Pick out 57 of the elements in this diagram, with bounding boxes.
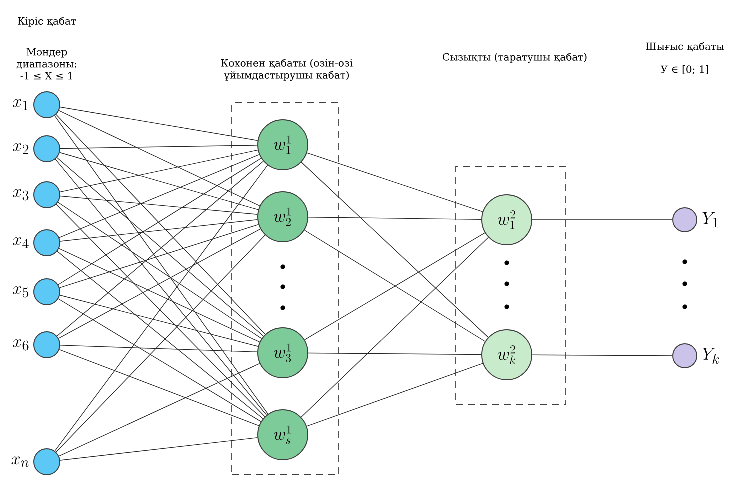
layer-heading: Мәндер диапазоны: -1 ≤ X ≤ 1 bbox=[16, 48, 76, 80]
connection-line bbox=[60, 295, 259, 347]
node-label: $x_{4}$ bbox=[13, 237, 29, 248]
connection-line bbox=[60, 224, 260, 288]
connection-line bbox=[58, 363, 260, 457]
neuron-circle bbox=[34, 448, 60, 476]
neuron-circle bbox=[34, 230, 60, 256]
node-label: $x_{n}$ bbox=[12, 456, 29, 468]
neuron-circle bbox=[34, 182, 60, 208]
node-label: $x_{6}$ bbox=[13, 339, 29, 351]
layer-heading: Кохонен қабаты (өзін-өзі ұйымдастырушы қабат) bbox=[222, 59, 353, 81]
neuron-circle bbox=[34, 278, 60, 306]
layer-heading: Кіріс қабат bbox=[18, 17, 76, 27]
connection-line bbox=[58, 298, 262, 422]
neuron-circle bbox=[34, 92, 60, 118]
node-label: $x_{5}$ bbox=[13, 286, 29, 298]
dashed-layer-box bbox=[232, 102, 340, 476]
connection-line bbox=[54, 116, 269, 415]
connection-line bbox=[532, 354, 673, 356]
connection-line bbox=[60, 152, 259, 210]
node-label: $x_{3}$ bbox=[13, 189, 29, 201]
connection-line bbox=[308, 217, 482, 220]
node-label: $x_{1}$ bbox=[13, 99, 28, 110]
connection-line bbox=[60, 145, 258, 150]
connection-line bbox=[301, 237, 489, 418]
connection-line bbox=[57, 251, 264, 420]
connection-line bbox=[306, 152, 484, 212]
connection-line bbox=[60, 438, 258, 461]
connection-line bbox=[306, 363, 484, 427]
neuron-circle bbox=[34, 136, 60, 162]
node-label: $Y_{k}$ bbox=[702, 348, 720, 364]
neuron-circle bbox=[672, 208, 698, 232]
layer-heading: Сызықты (таратушы қабат) bbox=[443, 53, 587, 63]
connection-line bbox=[56, 235, 266, 453]
connection-line bbox=[58, 248, 260, 343]
connection-line bbox=[58, 110, 260, 206]
connection-line bbox=[60, 219, 258, 242]
connection-line bbox=[301, 162, 489, 338]
dashed-layer-box bbox=[456, 166, 566, 406]
node-label: $Y_{1}$ bbox=[702, 212, 718, 228]
connection-line bbox=[60, 150, 258, 193]
connection-line bbox=[58, 158, 262, 286]
layer-heading: У ∈ [0; 1] bbox=[660, 66, 708, 74]
neuron-circle bbox=[34, 332, 60, 358]
connection-line bbox=[59, 349, 260, 426]
neuron-circle bbox=[672, 344, 698, 368]
connection-line bbox=[59, 154, 260, 238]
connection-line bbox=[58, 228, 261, 339]
connection-line bbox=[56, 114, 266, 335]
connection-line bbox=[60, 106, 258, 142]
node-label: $x_{2}$ bbox=[13, 143, 29, 154]
layer-heading: Шығыс қабаты bbox=[646, 42, 724, 52]
connection-line bbox=[60, 196, 258, 215]
connection-line bbox=[56, 204, 266, 418]
connection-line bbox=[58, 202, 262, 340]
connection-line bbox=[308, 352, 482, 356]
connection-line bbox=[60, 345, 258, 352]
